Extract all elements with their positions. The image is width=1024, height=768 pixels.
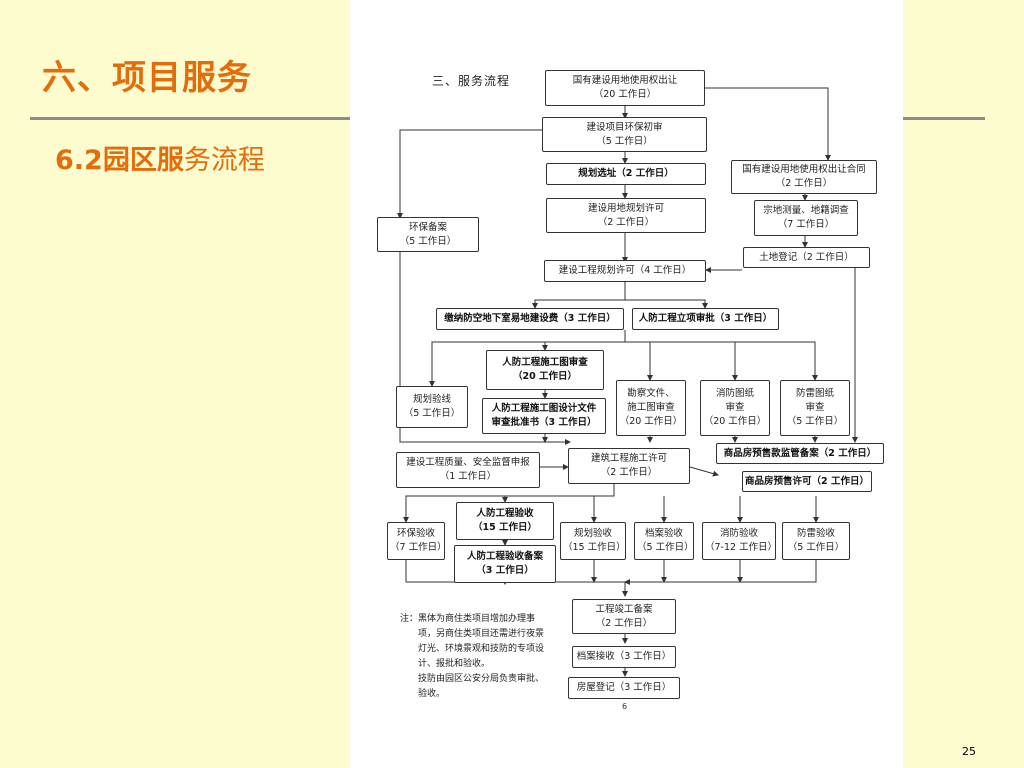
node-project-plan-permit: 建设工程规划许可（4 工作日） [544, 260, 706, 282]
node-archive-receipt: 档案接收（3 工作日） [572, 646, 676, 668]
node-env-acceptance: 环保验收 （7 工作日） [387, 522, 447, 560]
document-page-number: 6 [622, 702, 628, 711]
document-heading: 三、服务流程 [432, 74, 511, 88]
slide-page-number: 25 [962, 745, 976, 758]
node-plan-acceptance: 规划验收 （15 工作日） [560, 522, 626, 560]
node-layout-check: 规划验线 （5 工作日） [396, 386, 468, 428]
node-presale-permit: 商品房预售许可（2 工作日） [742, 471, 872, 492]
flow-connectors [397, 87, 858, 677]
node-land-contract: 国有建设用地使用权出让合同 （2 工作日） [731, 160, 877, 194]
node-lightning-acceptance: 防雷验收 （5 工作日） [782, 522, 850, 560]
node-quality-safety: 建设工程质量、安全监督申报 （1 工作日） [396, 452, 540, 488]
node-parcel-survey: 宗地测量、地籍调查 （7 工作日） [754, 200, 858, 236]
node-env-precheck: 建设项目环保初审 （5 工作日） [542, 117, 707, 152]
node-civil-defense-drawing-review: 人防工程施工图审查 （20 工作日） [486, 350, 604, 390]
flowchart-document: 三、服务流程 [350, 0, 903, 768]
node-archive-acceptance: 档案验收 （5 工作日） [634, 522, 694, 560]
title-rule-left [30, 117, 350, 120]
node-presale-fund-filing: 商品房预售款监管备案（2 工作日） [716, 443, 884, 464]
node-civil-defense-fee: 缴纳防空地下室易地建设费（3 工作日） [436, 308, 624, 330]
slide-title: 六、项目服务 [42, 58, 252, 98]
node-env-filing: 环保备案 （5 工作日） [377, 217, 479, 252]
node-civil-defense-design-approval: 人防工程施工图设计文件 审查批准书（3 工作日） [482, 398, 606, 434]
node-site-selection: 规划选址（2 工作日） [546, 163, 706, 185]
node-land-plan-permit: 建设用地规划许可 （2 工作日） [546, 198, 706, 233]
node-fire-acceptance: 消防验收 （7-12 工作日） [702, 522, 777, 560]
node-fire-drawing-review: 消防图纸 审查 （20 工作日） [700, 380, 770, 436]
node-housing-registration: 房屋登记（3 工作日） [568, 677, 680, 699]
node-completion-filing: 工程竣工备案 （2 工作日） [572, 599, 676, 634]
node-land-registration: 土地登记（2 工作日） [743, 247, 870, 268]
document-note: 注：黑体为商住类项目增加办理事 项，另商住类项目还需进行夜景 灯光、环境景观和技… [400, 614, 545, 699]
subtitle-bold: 6.2园区服 [55, 145, 184, 176]
node-lightning-drawing-review: 防雷图纸 审查 （5 工作日） [780, 380, 850, 436]
node-civil-defense-approval: 人防工程立项审批（3 工作日） [632, 308, 779, 330]
node-civil-defense-acceptance: 人防工程验收 （15 工作日） [456, 502, 554, 540]
title-rule-right [903, 117, 985, 120]
node-construction-permit: 建筑工程施工许可 （2 工作日） [568, 448, 690, 484]
node-land-transfer: 国有建设用地使用权出让 （20 工作日） [545, 70, 705, 106]
slide-subtitle: 6.2园区服务流程 [55, 138, 265, 177]
subtitle-light: 务流程 [183, 145, 265, 176]
node-civil-defense-acceptance-filing: 人防工程验收备案 （3 工作日） [454, 545, 556, 583]
node-survey-drawing-review: 勘察文件、 施工图审查 （20 工作日） [616, 380, 686, 436]
